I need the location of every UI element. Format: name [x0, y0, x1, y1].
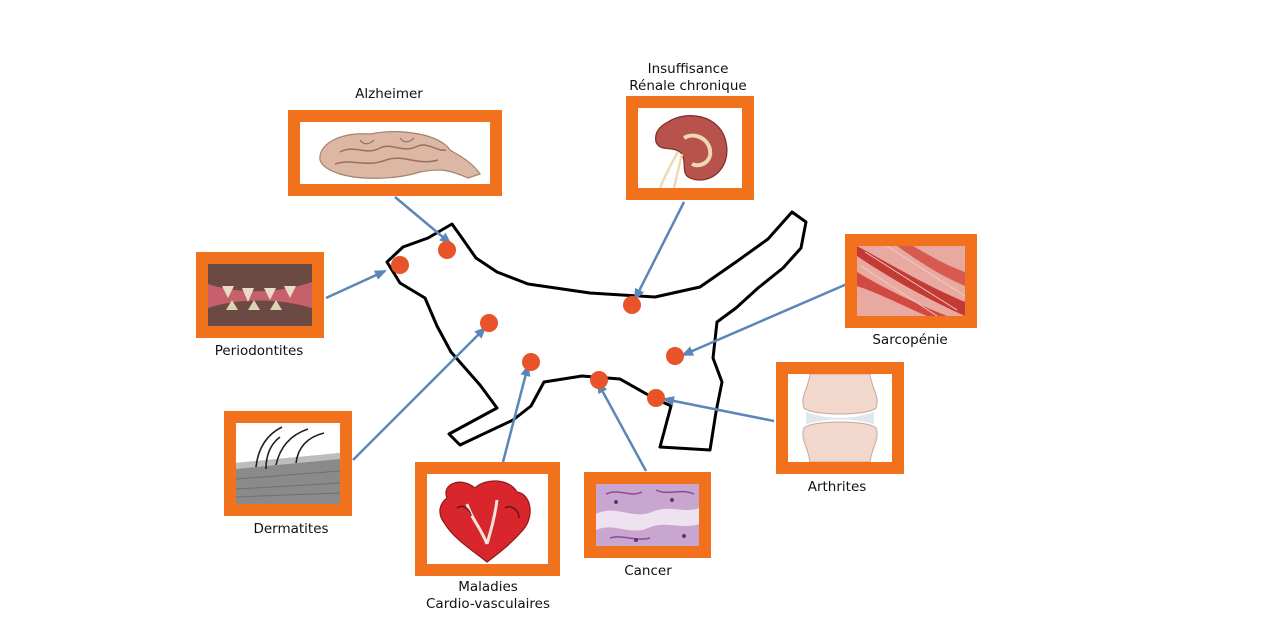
- joint-icon: [788, 374, 892, 462]
- marker-chest: [480, 314, 498, 332]
- arrow-arthrites: [662, 396, 775, 423]
- marker-hindquarter: [666, 347, 684, 365]
- label-cancer: Cancer: [624, 563, 672, 579]
- marker-head-top: [438, 241, 456, 259]
- arrow-sarcopenie: [681, 282, 848, 357]
- arrow-alzheimer: [394, 196, 452, 245]
- arrow-dermatites: [352, 326, 487, 461]
- marker-back: [623, 296, 641, 314]
- frame-cancer: [584, 472, 711, 558]
- label-periodontites: Periodontites: [214, 343, 304, 359]
- frame-sarcopenie: [845, 234, 977, 328]
- skin-icon: [236, 423, 340, 504]
- frame-renal: [626, 96, 754, 200]
- frame-periodontites: [196, 252, 324, 338]
- marker-belly-front: [522, 353, 540, 371]
- label-renal-line2: Rénale chronique: [629, 78, 747, 94]
- frame-dermatites: [224, 411, 352, 516]
- frame-arthrites: [776, 362, 904, 474]
- kidney-icon: [638, 108, 742, 188]
- arrow-renal: [633, 201, 686, 301]
- heart-icon: [427, 474, 548, 564]
- label-renal: Insuffisance Rénale chronique: [629, 61, 747, 95]
- frame-alzheimer: [288, 110, 502, 196]
- label-cardio-line1: Maladies: [458, 579, 518, 595]
- frame-cardio: [415, 462, 560, 576]
- muscle-icon: [857, 246, 965, 316]
- label-arthrites: Arthrites: [807, 479, 867, 495]
- arrow-cancer: [596, 381, 648, 472]
- label-cardio-line2: Cardio-vasculaires: [426, 596, 550, 612]
- marker-hind-leg: [647, 389, 665, 407]
- arrow-periodontites: [325, 269, 387, 300]
- label-cardio: Maladies Cardio-vasculaires: [426, 579, 550, 613]
- label-alzheimer: Alzheimer: [355, 86, 423, 102]
- cat-outline: [385, 210, 808, 452]
- marker-belly-rear: [590, 371, 608, 389]
- tissue-icon: [596, 484, 699, 546]
- label-renal-line1: Insuffisance: [647, 61, 729, 77]
- marker-mouth: [391, 256, 409, 274]
- brain-icon: [300, 122, 490, 184]
- label-sarcopenie: Sarcopénie: [872, 332, 948, 348]
- label-dermatites: Dermatites: [253, 521, 329, 537]
- teeth-icon: [208, 264, 312, 326]
- arrow-cardio: [501, 364, 531, 463]
